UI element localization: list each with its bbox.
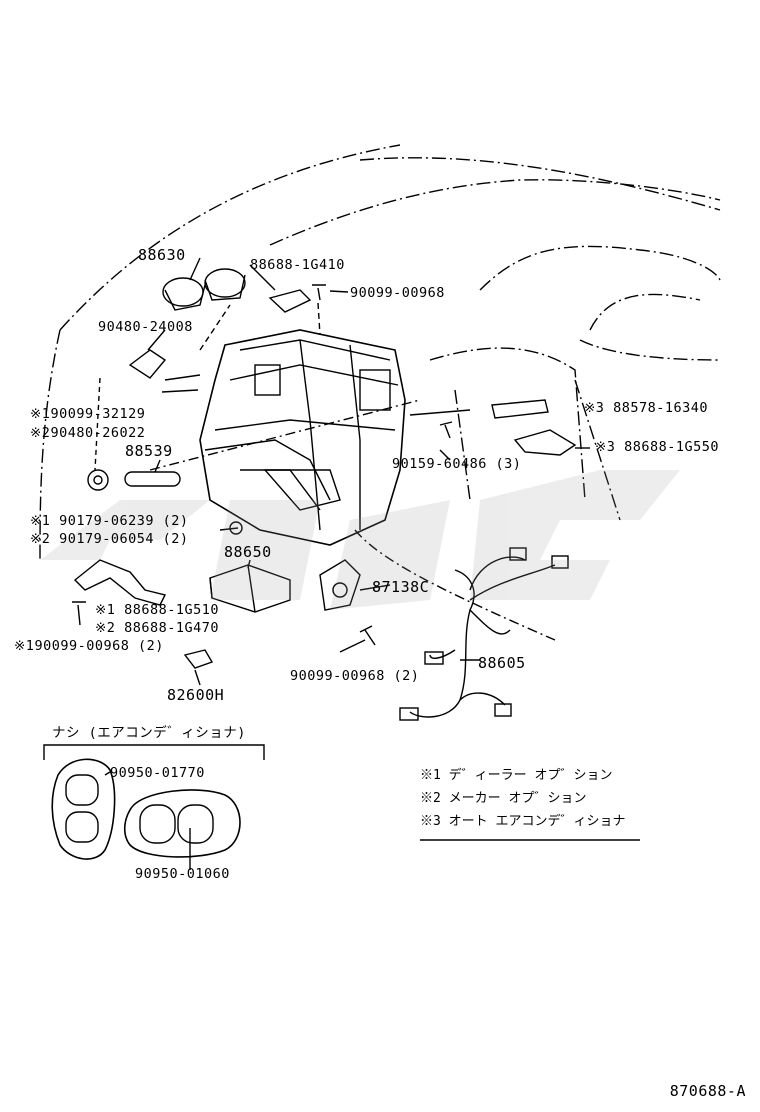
bracket-icon (73, 559, 167, 606)
car-outline-windshield (59, 144, 401, 331)
plate-icon (491, 399, 549, 419)
sensor-icon (319, 559, 361, 611)
subgroup-bracket (43, 744, 265, 760)
legend-item-1: ※1 デ゛ィーラー オプ゛ション (420, 768, 613, 783)
ring-icon (87, 469, 109, 491)
label-90179-06054: ※2 90179-06054 (2) (30, 531, 189, 547)
dash-panel-lower (454, 379, 621, 521)
subgroup-title: ナシ (エアコンデ゛ィショナ) (52, 725, 246, 741)
label-88539: 88539 (125, 442, 173, 460)
car-outline-pillar (579, 293, 721, 361)
label-88630: 88630 (138, 246, 186, 264)
duct-piece-icon (162, 277, 204, 307)
label-90480-26022: ※290480-26022 (30, 425, 146, 441)
label-90480-24008: 90480-24008 (98, 319, 193, 335)
label-88605: 88605 (478, 654, 526, 672)
label-88578-16340: ※3 88578-16340 (584, 400, 708, 416)
label-88688-1G410: 88688-1G410 (250, 257, 345, 273)
grommet-icon (128, 349, 167, 379)
legend: ※1 デ゛ィーラー オプ゛ション ※2 メーカー オプ゛ション ※3 オート エ… (420, 764, 640, 833)
relay-icon (183, 649, 214, 669)
label-90950-01770: 90950-01770 (110, 765, 205, 781)
label-90950-01060: 90950-01060 (135, 866, 230, 882)
watermark (40, 470, 680, 610)
tube-icon (124, 471, 181, 487)
label-90159-60486: 90159-60486 (3) (392, 456, 522, 472)
car-outline-left (39, 329, 61, 561)
label-88688-1G550: ※3 88688-1G550 (595, 439, 719, 455)
clip-icon (268, 289, 312, 313)
car-outline-hood (269, 179, 721, 246)
legend-item-2: ※2 メーカー オプ゛ション (420, 791, 587, 806)
reference-code: 870688-A (669, 1082, 746, 1100)
legend-item-3: ※3 オート エアコンデ゛ィショナ (420, 814, 626, 829)
label-90179-06239: ※1 90179-06239 (2) (30, 513, 189, 529)
label-90099-00968-2: ※190099-00968 (2) (14, 638, 164, 654)
car-outline-roof (359, 157, 721, 211)
label-90099-32129: ※190099-32129 (30, 406, 146, 422)
dash-panel (429, 347, 586, 501)
label-87138C: 87138C (372, 578, 430, 596)
label-88688-1G470: ※2 88688-1G470 (95, 620, 219, 636)
car-outline-cowl (479, 245, 721, 291)
label-90099-00968-low: 90099-00968 (2) (290, 668, 420, 684)
screw-icon (312, 284, 326, 301)
label-88688-1G510: ※1 88688-1G510 (95, 602, 219, 618)
plug-oval-vertical (51, 758, 116, 860)
label-90099-00968-top: 90099-00968 (350, 285, 445, 301)
label-88650: 88650 (224, 543, 272, 561)
label-82600H: 82600H (167, 686, 225, 704)
plug-oval-horizontal (123, 789, 241, 858)
